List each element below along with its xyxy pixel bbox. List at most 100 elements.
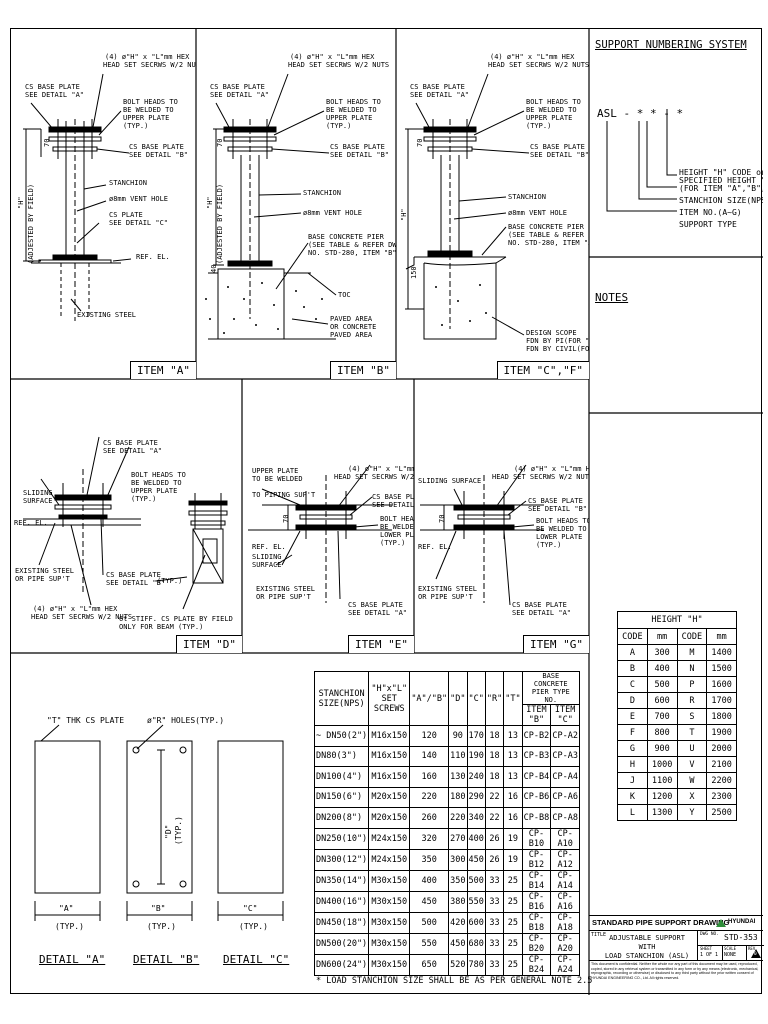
table-cell: CP-A4 [550, 766, 580, 788]
table-cell: E [617, 708, 648, 725]
item-b-pier-ref2-text: NO. STD-280, ITEM "B") [308, 249, 396, 257]
item-g-bolt-heads2-text: BE WELDED TO [536, 525, 587, 533]
detail-b-typ: (TYP.) [147, 922, 176, 931]
item-cf-bolt-heads4-text: (TYP.) [526, 122, 551, 130]
item-d-stiff2-text: ONLY FOR BEAM (TYP.) [119, 623, 203, 631]
item-e-bolt-heads2-text: BE WELDED TO [380, 523, 414, 531]
table-cell: CP-A10 [550, 827, 580, 850]
title-block-body: TITLE ADJUSTABLE SUPPORT WITH LOAD STANC… [589, 930, 764, 961]
item-cf-label: ITEM "C","F" [496, 361, 589, 379]
table-cell: 13 [503, 745, 523, 767]
table-cell: N [676, 660, 708, 677]
table-cell: Y [676, 804, 708, 821]
item-e-upper2-text: TO BE WELDED [252, 475, 303, 483]
item-a-label: ITEM "A" [130, 361, 196, 379]
table-cell: DN400(16") [313, 890, 370, 913]
table-cell: M16x150 [368, 725, 411, 747]
item-d-sliding1-text: SLIDING [23, 489, 53, 497]
height-header-cell: mm [706, 628, 737, 645]
table-cell: U [676, 740, 708, 757]
item-d-panel: CS BASE PLATE SEE DETAIL "A" BOLT HEADS … [11, 379, 242, 653]
item-a-base-plate-text: CS BASE PLATE [25, 83, 80, 91]
table-cell: M20x150 [368, 786, 411, 808]
table-cell: 450 [409, 890, 450, 913]
numbering-diagram: ASL - * * - * HEIGHT "H" CODE or SPECIFI… [597, 107, 763, 229]
table-cell: DN250(10") [313, 827, 370, 850]
table-cell: 33 [484, 932, 505, 955]
table-cell: 1600 [706, 676, 737, 693]
sheet-label: SHEET [700, 946, 713, 951]
table-cell: 260 [409, 807, 450, 829]
item-d-label: ITEM "D" [176, 635, 242, 653]
table-cell: CP-B16 [521, 890, 552, 913]
item-e-drawing: UPPER PLATE TO BE WELDED TO PIPING SUP'T… [248, 464, 414, 617]
table-cell: M16x150 [368, 745, 411, 767]
item-e-bolt-heads3-text: LOWER PLATE [380, 531, 414, 539]
col-item-c-header: ITEM "C" [550, 704, 580, 726]
table-cell: 780 [466, 953, 486, 976]
table-cell: 290 [466, 786, 486, 808]
item-a-bolt-heads2-text: BE WELDED TO [123, 106, 174, 114]
table-cell: 1200 [646, 788, 678, 805]
table-cell: 2000 [706, 740, 737, 757]
title-description: ADJUSTABLE SUPPORT WITH LOAD STANCHION (… [599, 934, 695, 961]
table-cell: 220 [448, 807, 468, 829]
table-cell: W [676, 772, 708, 789]
table-cell: 1700 [706, 692, 737, 709]
details-panel: "T" THK CS PLATE ø"R" HOLES(TYP.) "A" (T… [11, 653, 311, 995]
item-d-ref-el-text: REF. EL. [14, 519, 48, 527]
item-b-stanchion-text: STANCHION [303, 189, 341, 197]
numbering-line2: SPECIFIED HEIGHT "H" [679, 176, 763, 185]
numbering-panel: SUPPORT NUMBERING SYSTEM ASL - * * - * H… [589, 29, 763, 257]
table-cell: CP-A2 [550, 725, 580, 747]
col-t-header: "T" [503, 671, 523, 726]
notes-title: NOTES [595, 291, 629, 304]
item-a-dim-70: 70 [43, 139, 51, 147]
item-d-base-plate-b-detail-text: SEE DETAIL "B" [106, 579, 165, 587]
title-block: STANDARD PIPE SUPPORT DRAWING HYUNDAI TI… [589, 915, 764, 995]
item-b-paved1-text: PAVED AREA [330, 315, 373, 323]
item-a-base-plate-b-detail-text: SEE DETAIL "B" [129, 151, 188, 159]
table-cell: M24x150 [368, 848, 411, 871]
table-cell: J [617, 772, 648, 789]
height-table-title: HEIGHT "H" [617, 611, 737, 629]
table-cell: 130 [448, 766, 468, 788]
item-cf-scope3-text: FDN BY CIVIL(FOR "F") [526, 345, 589, 353]
item-g-base-plate-b-text: CS BASE PLATE [528, 497, 583, 505]
table-cell: 180 [448, 786, 468, 808]
item-cf-vent-text: ø8mm VENT HOLE [508, 209, 567, 217]
item-g-bolt-heads4-text: (TYP.) [536, 541, 561, 549]
item-d-drawing: CS BASE PLATE SEE DETAIL "A" BOLT HEADS … [14, 436, 233, 631]
table-cell: 33 [484, 869, 505, 892]
table-cell: K [617, 788, 648, 805]
title-block-title: STANDARD PIPE SUPPORT DRAWING [592, 918, 730, 927]
item-e-existing1-text: EXISTING STEEL [256, 585, 315, 593]
table-cell: CP-A18 [550, 911, 580, 934]
item-cf-drawing: (4) ø"H" x "L"mm HEX HEAD SET SECRWS W/2… [400, 53, 589, 353]
table-cell: A [617, 644, 648, 661]
table-cell: H [617, 756, 648, 773]
item-g-bolts2-text: HEAD SET SECRWS W/2 NUTS [492, 473, 589, 481]
table-cell: X [676, 788, 708, 805]
item-e-base-plate-text: CS BASE PLATE [348, 601, 403, 609]
item-d-bolt-heads3-text: UPPER PLATE [131, 487, 177, 495]
item-d-stiff1-text: 6t STIFF. CS PLATE BY FIELD [119, 615, 233, 623]
detail-b-title: DETAIL "B" [133, 953, 200, 966]
table-cell: 190 [466, 745, 486, 767]
item-d-existing1-text: EXISTING STEEL [15, 567, 74, 575]
table-cell: 680 [466, 932, 486, 955]
item-b-base-plate-text: CS BASE PLATE [210, 83, 265, 91]
table-cell: 300 [448, 848, 468, 871]
item-d-bolts2-text: HEAD SET SECRWS W/2 NUTS [31, 613, 132, 621]
table-cell: M30x150 [368, 890, 411, 913]
item-e-existing2-text: OR PIPE SUP'T [256, 593, 312, 601]
col-r-header: "R" [484, 671, 505, 726]
table-cell: 2100 [706, 756, 737, 773]
